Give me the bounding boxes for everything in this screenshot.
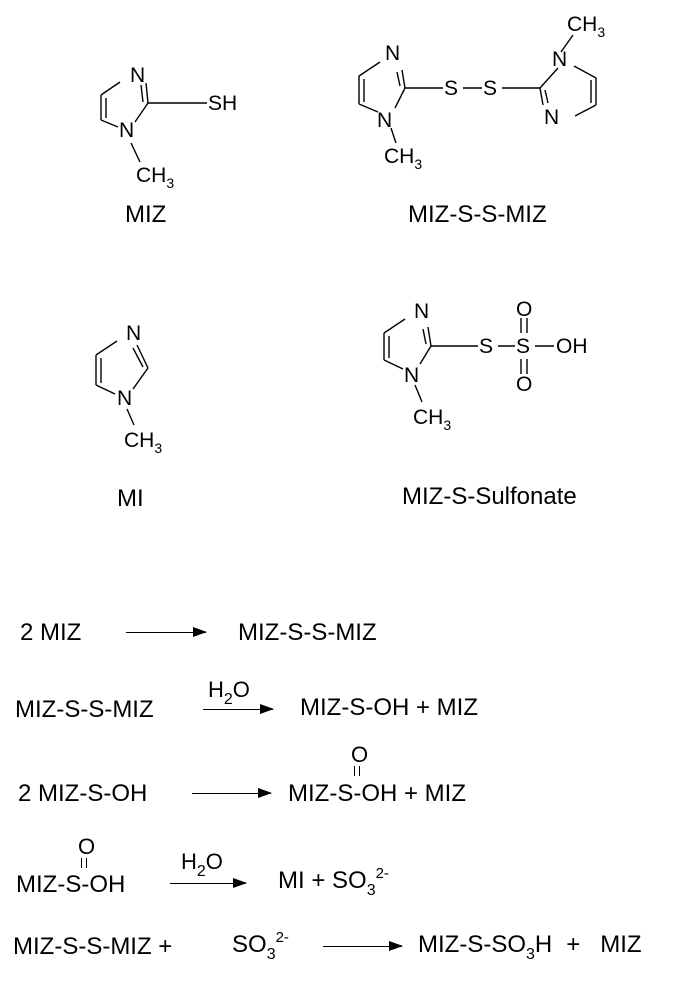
sulfonate-atom-o-top: O — [516, 298, 532, 321]
rxn5-arrow — [323, 941, 403, 952]
miz-atom-n-bottom: N — [119, 119, 134, 142]
rxn4-reactants-sulfur: S — [65, 871, 82, 898]
dimer-atom-ch3-bottom: CH3 — [384, 145, 422, 172]
rxn4-reactants: MIZ-S-OH — [16, 871, 126, 898]
dimer-atom-n2: N — [377, 109, 392, 132]
rxn5-reactants: MIZ-S-S-MIZ + — [13, 933, 173, 960]
rxn2-arrow — [203, 704, 274, 715]
sulfonate-atom-n-bottom: N — [404, 364, 419, 387]
dimer-atom-s1: S — [444, 77, 458, 100]
dimer-atom-n1: N — [385, 42, 400, 65]
rxn3-products-sulfur: S — [337, 780, 354, 807]
rxn3-arrow — [192, 788, 272, 799]
sulfonate-label: MIZ-S-Sulfonate — [402, 483, 577, 510]
miz-atom-n-top: N — [130, 64, 145, 87]
rxn4-reactants-oxo: O — [78, 834, 96, 859]
rxn3-products-oxo-bond — [354, 766, 360, 776]
rxn4-condition: H2O — [181, 849, 223, 880]
rxn3-products: MIZ-S-OH + MIZ — [288, 780, 466, 807]
rxn5-reagent: SO32- — [232, 929, 289, 963]
sulfonate-atom-oh: OH — [556, 335, 588, 358]
rxn2-reactants: MIZ-S-S-MIZ — [15, 696, 154, 723]
rxn1-products: MIZ-S-S-MIZ — [238, 619, 377, 646]
rxn2-condition: H2O — [208, 677, 250, 708]
miz-atom-ch3: CH3 — [136, 164, 174, 191]
mi-atom-n-top: N — [126, 322, 141, 345]
mi-label: MI — [117, 485, 144, 512]
rxn4-reactants-oxo-bond — [81, 858, 87, 868]
sulfonate-atom-s1: S — [479, 335, 493, 358]
rxn3-reactants: 2 MIZ-S-OH — [18, 780, 148, 807]
sulfonate-atom-n-top: N — [414, 300, 429, 323]
sulfonate-atom-s2: S — [516, 335, 530, 358]
miz-atom-sh: SH — [208, 92, 237, 115]
rxn2-products: MIZ-S-OH + MIZ — [300, 694, 478, 721]
rxn4-products: MI + SO32- — [278, 865, 389, 899]
rxn4-arrow — [170, 878, 247, 889]
mi-atom-ch3: CH3 — [124, 429, 162, 456]
dimer-atom-n3: N — [552, 48, 567, 71]
dimer-atom-s2: S — [483, 77, 497, 100]
rxn5-products: MIZ-S-SO3H+ MIZ — [418, 931, 642, 963]
dimer-label: MIZ-S-S-MIZ — [408, 201, 547, 228]
miz-label: MIZ — [125, 201, 167, 228]
rxn1-arrow — [126, 627, 207, 638]
rxn3-products-oxo: O — [351, 742, 369, 767]
sulfonate-atom-ch3: CH3 — [413, 406, 451, 433]
rxn1-reactants: 2 MIZ — [20, 619, 82, 646]
sulfonate-atom-o-bottom: O — [516, 373, 532, 396]
dimer-atom-ch3-top: CH3 — [567, 13, 605, 40]
dimer-atom-n4: N — [544, 106, 559, 129]
mi-atom-n-bottom: N — [117, 387, 132, 410]
